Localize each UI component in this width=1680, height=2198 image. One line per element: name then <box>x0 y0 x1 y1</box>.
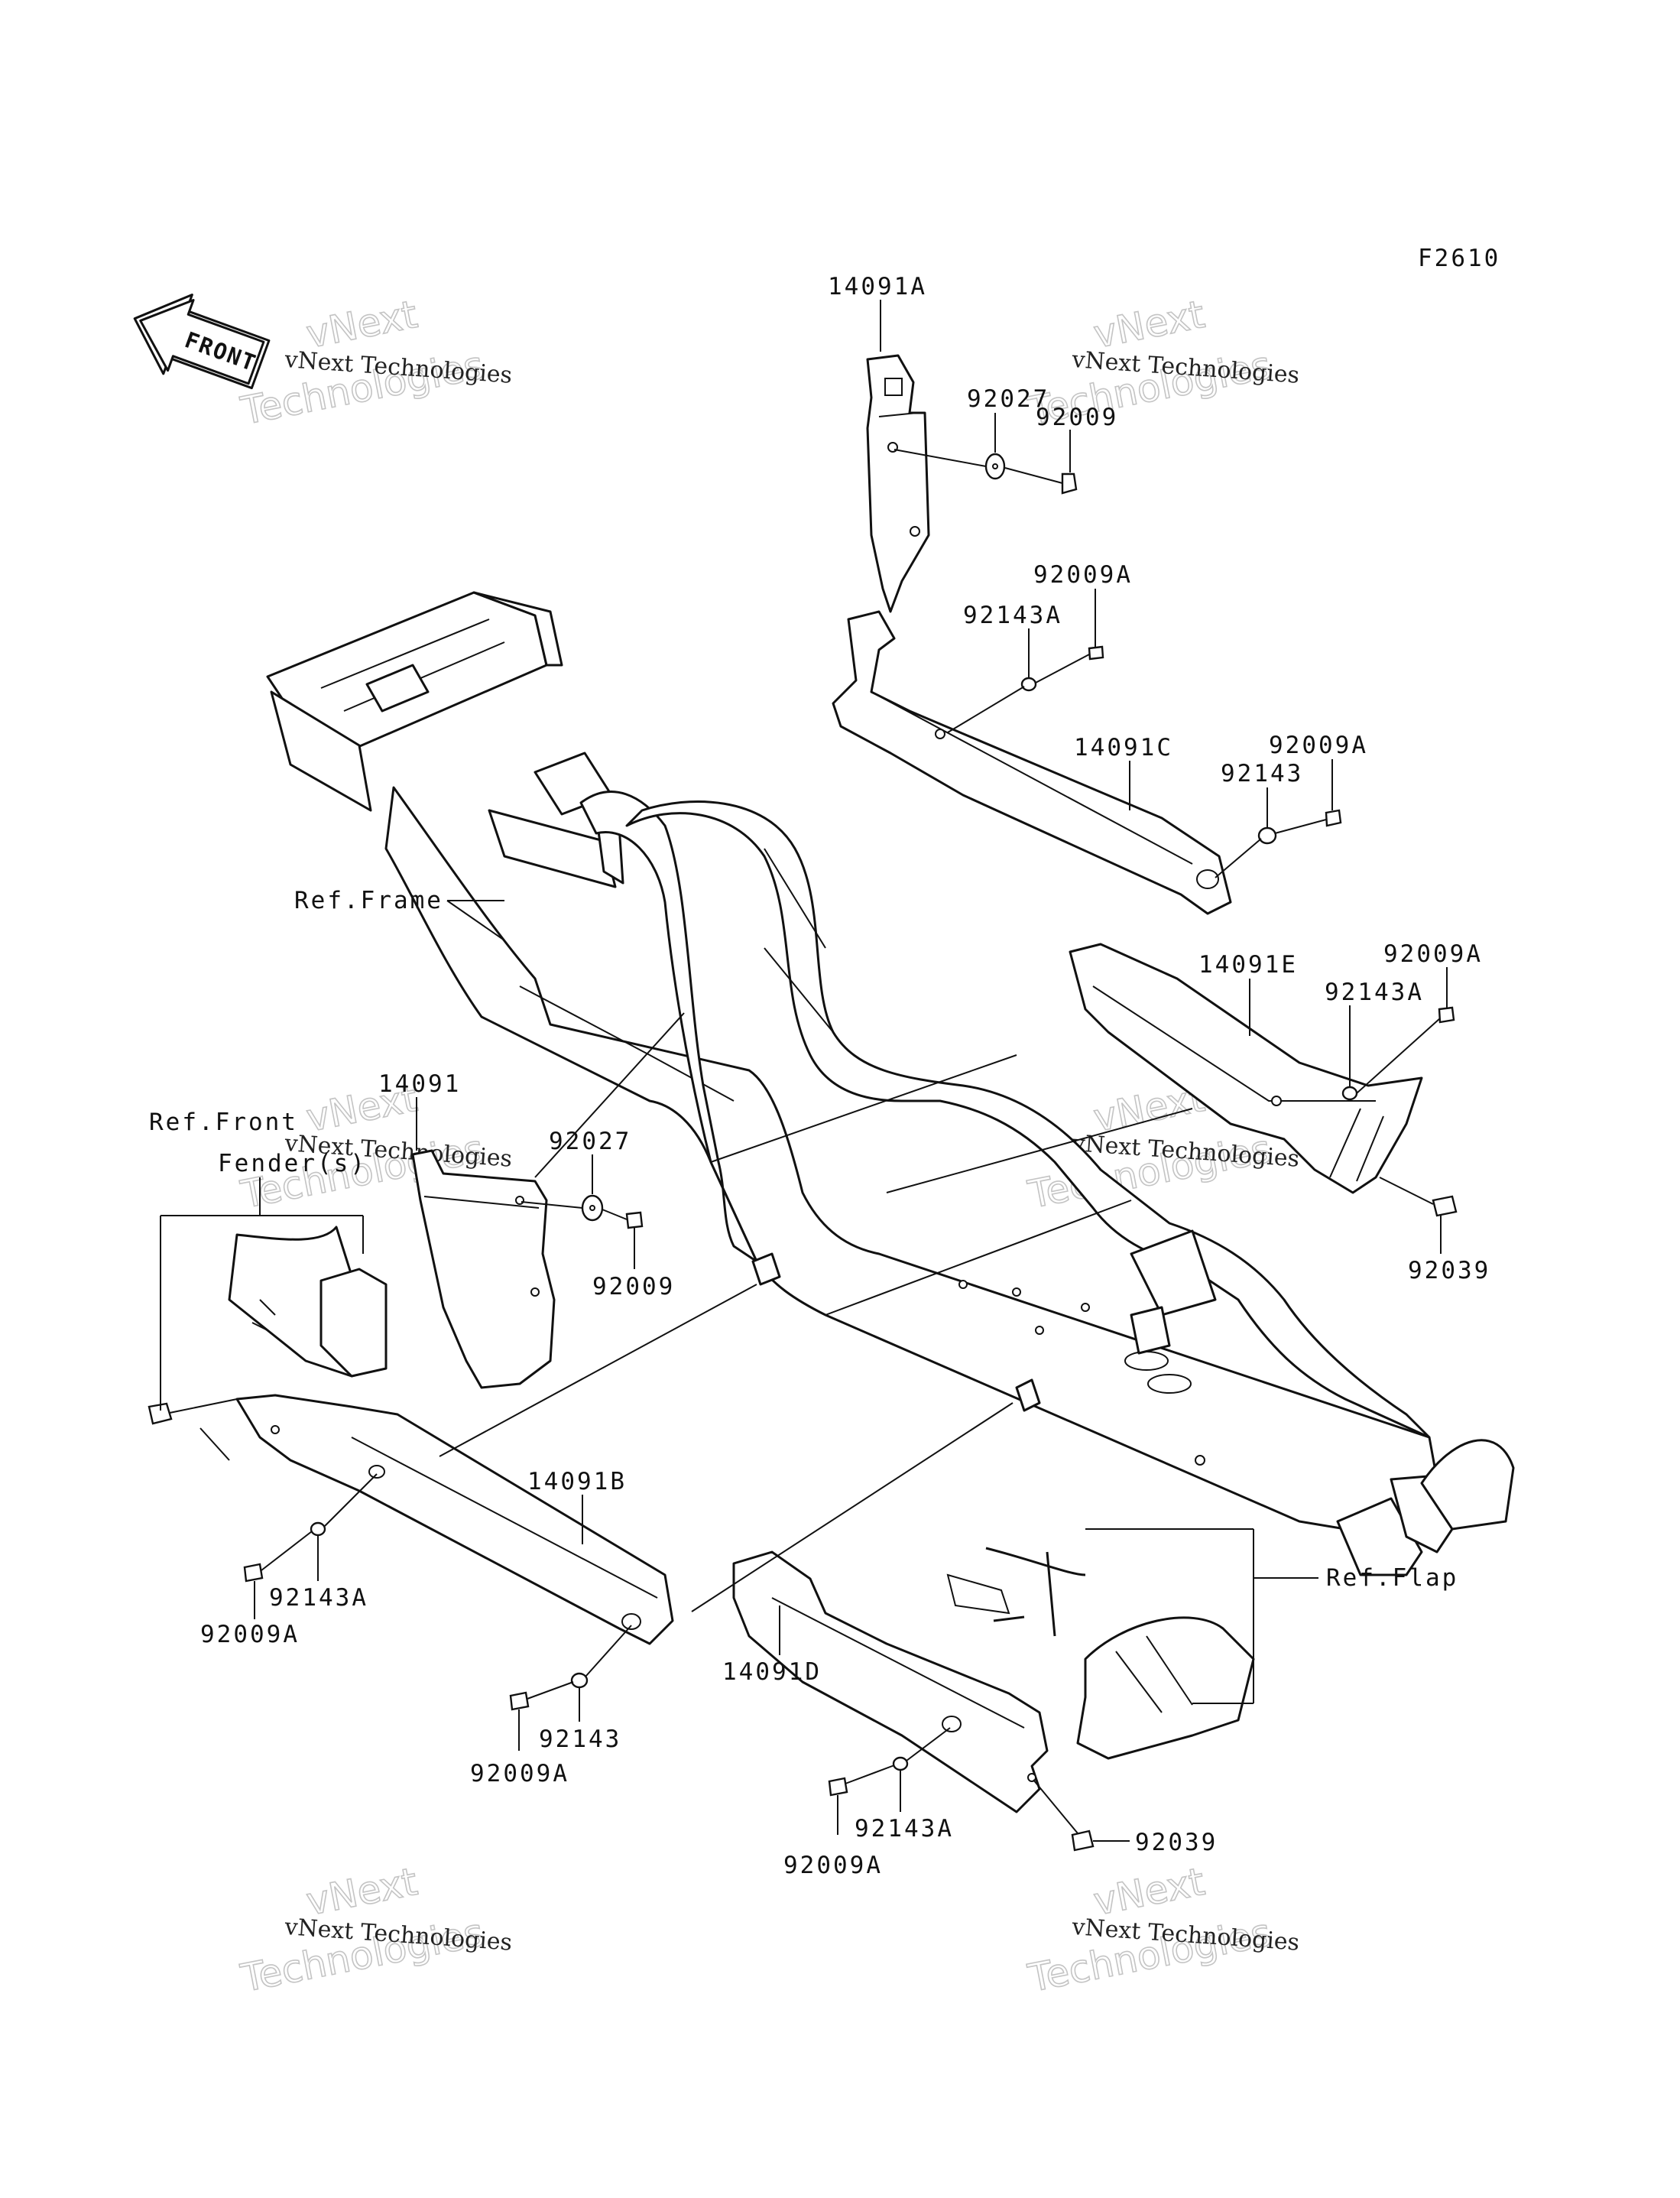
watermark-bottom-right: vNext Technologies vNext Technologies <box>1023 1859 1300 2002</box>
main-frame <box>266 591 1515 1576</box>
bolt-92009A-b <box>1325 809 1342 827</box>
ref-flap <box>946 1547 1255 1760</box>
leader-lines <box>160 300 1448 1842</box>
bolt-92009-mid <box>625 1211 644 1229</box>
bolt-92009A-d <box>243 1563 264 1583</box>
watermark-big-line1: vNext <box>303 1859 420 1924</box>
label-92009-mid: 92009 <box>592 1273 675 1300</box>
bolt-92009-top <box>1061 472 1078 495</box>
bolt-92009A-e <box>509 1691 530 1711</box>
label-14091C: 14091C <box>1074 734 1173 761</box>
collar-92143A-b <box>1341 1086 1358 1101</box>
collar-92143A-a <box>1020 677 1037 692</box>
label-ref-front-fender-line2: Fender(s) <box>218 1150 367 1177</box>
label-92009A-c: 92009A <box>1383 940 1483 968</box>
label-14091D: 14091D <box>722 1658 822 1686</box>
watermark-big-line1: vNext <box>303 292 420 357</box>
label-92039-b: 92039 <box>1135 1829 1218 1856</box>
label-ref-front-fender-line1: Ref.Front <box>149 1109 298 1136</box>
part-14091 <box>411 1149 556 1389</box>
watermark-big-line1: vNext <box>1090 1859 1208 1924</box>
label-92009-top: 92009 <box>1036 404 1118 431</box>
label-ref-flap: Ref.Flap <box>1326 1564 1458 1592</box>
watermark-big-line1: vNext <box>1090 292 1208 357</box>
label-92143-b: 92143 <box>539 1726 621 1753</box>
watermark-bottom-left: vNext Technologies vNext Technologies <box>236 1859 513 2002</box>
label-92143-a: 92143 <box>1221 760 1303 787</box>
clip-92039-b <box>1071 1830 1095 1852</box>
part-14091E <box>1069 943 1423 1194</box>
bolt-92009A-c <box>1438 1006 1455 1024</box>
label-ref-frame: Ref.Frame <box>294 887 443 914</box>
label-92009A-e: 92009A <box>470 1760 569 1787</box>
figure-code: F2610 <box>1418 245 1500 272</box>
part-14091D <box>732 1550 1049 1813</box>
part-14091A <box>866 354 930 613</box>
label-14091E: 14091E <box>1198 951 1298 979</box>
collar-92143-a <box>1257 826 1277 845</box>
bolt-92009A-a <box>1088 645 1104 661</box>
ref-front-fender <box>228 1226 388 1378</box>
part-14091B <box>235 1394 674 1645</box>
label-92009A-d: 92009A <box>200 1621 300 1648</box>
label-92009A-a: 92009A <box>1033 561 1133 589</box>
label-92143A-a: 92143A <box>963 602 1062 629</box>
collar-92143A-c <box>310 1521 326 1537</box>
label-92009A-b: 92009A <box>1269 732 1368 759</box>
label-92027-top: 92027 <box>967 385 1049 413</box>
label-92009A-f: 92009A <box>783 1852 883 1879</box>
label-14091B: 14091B <box>527 1468 627 1495</box>
label-92143A-c: 92143A <box>269 1584 368 1612</box>
front-arrow-icon: FRONT <box>133 294 271 390</box>
part-14091C <box>832 610 1232 915</box>
label-14091: 14091 <box>378 1070 461 1098</box>
label-92143A-b: 92143A <box>1325 979 1424 1006</box>
label-92039-a: 92039 <box>1408 1257 1490 1284</box>
label-92027-mid: 92027 <box>549 1128 631 1155</box>
watermark-top-left: vNext Technologies vNext Technologies <box>236 291 513 434</box>
label-14091A: 14091A <box>828 273 927 300</box>
part-labels: 14091A 92027 92009 92009A 92143A 14091C … <box>149 273 1490 1879</box>
label-92143A-d: 92143A <box>855 1815 954 1842</box>
clip-92039-a <box>1432 1195 1458 1217</box>
collar-92143A-d <box>892 1756 909 1771</box>
collar-92143-b <box>570 1672 589 1689</box>
bolt-92009A-f <box>828 1777 848 1797</box>
